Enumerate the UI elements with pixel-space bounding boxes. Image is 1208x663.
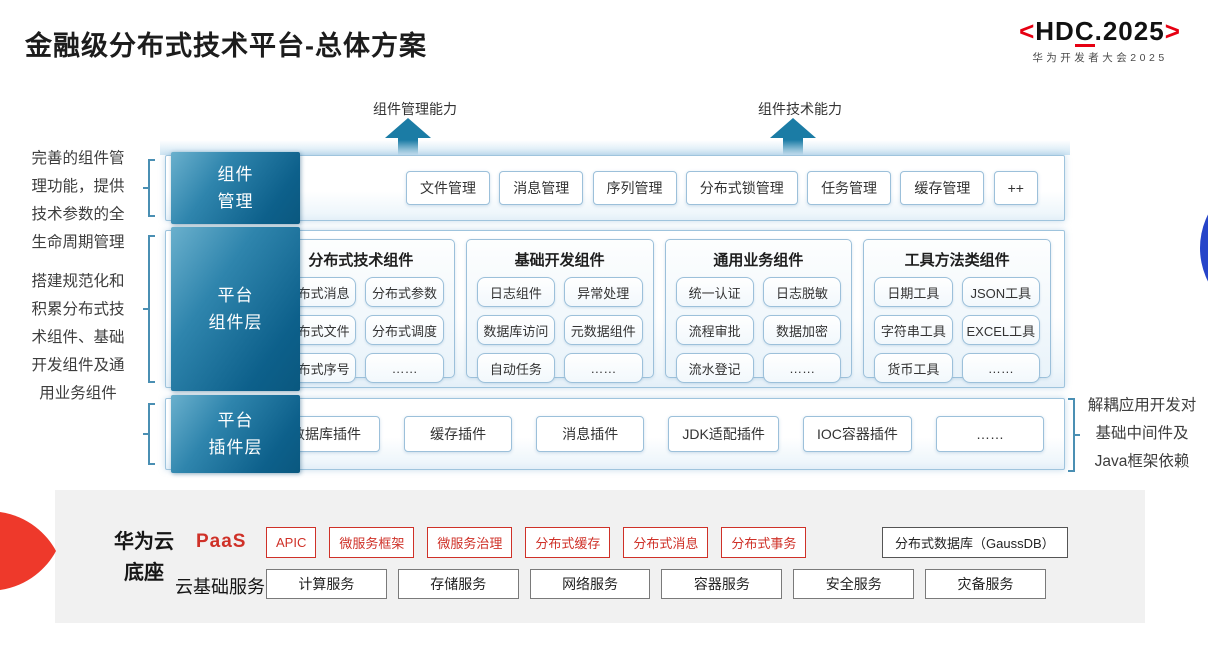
group-item: JSON工具 — [961, 277, 1040, 307]
group-item: …… — [961, 353, 1040, 383]
group-item: 流程审批 — [675, 315, 754, 345]
group-item: 数据库访问 — [476, 315, 556, 345]
platform-component-label: 平台组件层 — [171, 227, 300, 391]
plugin-item: 缓存插件 — [404, 416, 513, 452]
component-group: 通用业务组件 统一认证日志脱敏流程审批数据加密流水登记 …… — [664, 239, 853, 383]
group-title: 分布式技术组件 — [308, 252, 414, 269]
iaas-item: 容器服务 — [661, 569, 783, 599]
component-management-label: 组件管理 — [171, 152, 300, 224]
group-item: 日志脱敏 — [762, 277, 842, 307]
platform-component-row: 分布式技术组件 分布式消息分布式参数分布式文件分布式调度分布式序号…… 基础开发… — [165, 230, 1065, 388]
management-item: 消息管理 — [499, 171, 584, 205]
hdc-logo-text: <HDC.2025> — [1019, 16, 1181, 47]
paas-item: 分布式缓存 — [525, 527, 611, 558]
group-title: 基础开发组件 — [514, 252, 605, 269]
group-title: 通用业务组件 — [713, 252, 804, 269]
iaas-item: 网络服务 — [529, 569, 651, 599]
management-item: 序列管理 — [592, 171, 677, 205]
hdc-logo-subtitle: 华为开发者大会2025 — [1032, 52, 1168, 64]
bracket-row2 — [143, 235, 155, 383]
management-item: ++ — [993, 171, 1038, 205]
group-item: EXCEL工具 — [961, 315, 1040, 345]
component-management-row: 文件管理消息管理序列管理分布式锁管理任务管理缓存管理++ — [165, 155, 1065, 221]
red-arrow-icon — [0, 512, 56, 590]
platform-plugin-label: 平台插件层 — [171, 395, 300, 473]
bracket-right-note — [1068, 398, 1080, 472]
group-item: 分布式参数 — [365, 277, 444, 307]
management-items: 文件管理消息管理序列管理分布式锁管理任务管理缓存管理++ — [406, 156, 1038, 220]
paas-label: PaaS — [196, 531, 247, 552]
paas-item: 分布式消息 — [623, 527, 709, 558]
group-title: 工具方法类组件 — [904, 252, 1010, 269]
plugin-item: 消息插件 — [536, 416, 645, 452]
group-item: 数据加密 — [762, 315, 842, 345]
group-item: 字符串工具 — [874, 315, 953, 345]
iaas-items: 计算服务存储服务网络服务容器服务安全服务灾备服务 — [266, 569, 1046, 599]
page-title: 金融级分布式技术平台-总体方案 — [25, 31, 427, 61]
paas-item: 微服务治理 — [427, 527, 513, 558]
group-grid: 日期工具 JSON工具字符串工具 EXCEL工具货币工具 …… — [864, 277, 1050, 393]
group-item: …… — [564, 353, 643, 383]
bracket-row3 — [143, 403, 155, 465]
iaas-item: 存储服务 — [397, 569, 519, 599]
iaas-item: 灾备服务 — [925, 569, 1046, 599]
technology-capability-label: 组件技术能力 — [758, 101, 842, 117]
management-item: 文件管理 — [406, 171, 490, 205]
paas-item: 分布式事务 — [721, 527, 807, 558]
group-item: 元数据组件 — [564, 315, 643, 345]
logo-right-bracket-icon: > — [1164, 16, 1181, 46]
blue-circle-decoration — [1200, 174, 1208, 322]
group-grid: 统一认证日志脱敏流程审批数据加密流水登记 …… — [666, 277, 852, 393]
management-capability-label: 组件管理能力 — [373, 101, 457, 117]
top-glow-band — [160, 140, 1070, 155]
group-item: 日志组件 — [476, 277, 556, 307]
paas-items: APIC 微服务框架微服务治理分布式缓存分布式消息分布式事务 — [266, 527, 1046, 558]
management-item: 分布式锁管理 — [685, 171, 798, 205]
group-item: 自动任务 — [476, 353, 556, 383]
management-item: 任务管理 — [807, 171, 892, 205]
component-group: 基础开发组件 日志组件异常处理数据库访问元数据组件自动任务 …… — [465, 239, 654, 383]
iaas-item: 计算服务 — [266, 569, 387, 599]
group-item: 货币工具 — [874, 353, 953, 383]
group-item: 分布式调度 — [365, 315, 444, 345]
component-groups: 分布式技术组件 分布式消息分布式参数分布式文件分布式调度分布式序号…… 基础开发… — [267, 239, 1051, 383]
group-item: 统一认证 — [675, 277, 754, 307]
hdc-logo: <HDC.2025> 华为开发者大会2025 — [1000, 16, 1200, 65]
bracket-row1 — [143, 159, 155, 217]
note-component-management: 完善的组件管 理功能，提供 技术参数的全 生命周期管理 — [31, 150, 125, 251]
logo-left-bracket-icon: < — [1019, 16, 1036, 46]
foundation-label: 华为云 底座 — [114, 531, 174, 584]
component-group: 工具方法类组件 日期工具 JSON工具字符串工具 EXCEL工具货币工具 …… — [863, 239, 1051, 383]
plugin-item: …… — [935, 416, 1044, 452]
group-item: …… — [365, 353, 444, 383]
paas-item: 微服务框架 — [329, 527, 415, 558]
plugin-item: JDK适配插件 — [668, 416, 779, 452]
note-platform-components: 搭建规范化和 积累分布式技 术组件、基础 开发组件及通 用业务组件 — [31, 273, 125, 402]
group-item: 日期工具 — [874, 277, 953, 307]
group-grid: 日志组件异常处理数据库访问元数据组件自动任务 …… — [467, 277, 653, 393]
plugin-item: IOC容器插件 — [802, 416, 912, 452]
note-decoupling: 解耦应用开发对 基础中间件及 Java框架依赖 — [1087, 397, 1197, 470]
management-item: 缓存管理 — [900, 171, 985, 205]
group-item: …… — [762, 353, 842, 383]
gaussdb-item: 分布式数据库（GaussDB） — [882, 527, 1068, 558]
group-item: 流水登记 — [675, 353, 754, 383]
group-item: 异常处理 — [564, 277, 643, 307]
paas-item: APIC — [266, 527, 317, 558]
iaas-label: 云基础服务 — [175, 577, 265, 597]
iaas-item: 安全服务 — [793, 569, 915, 599]
